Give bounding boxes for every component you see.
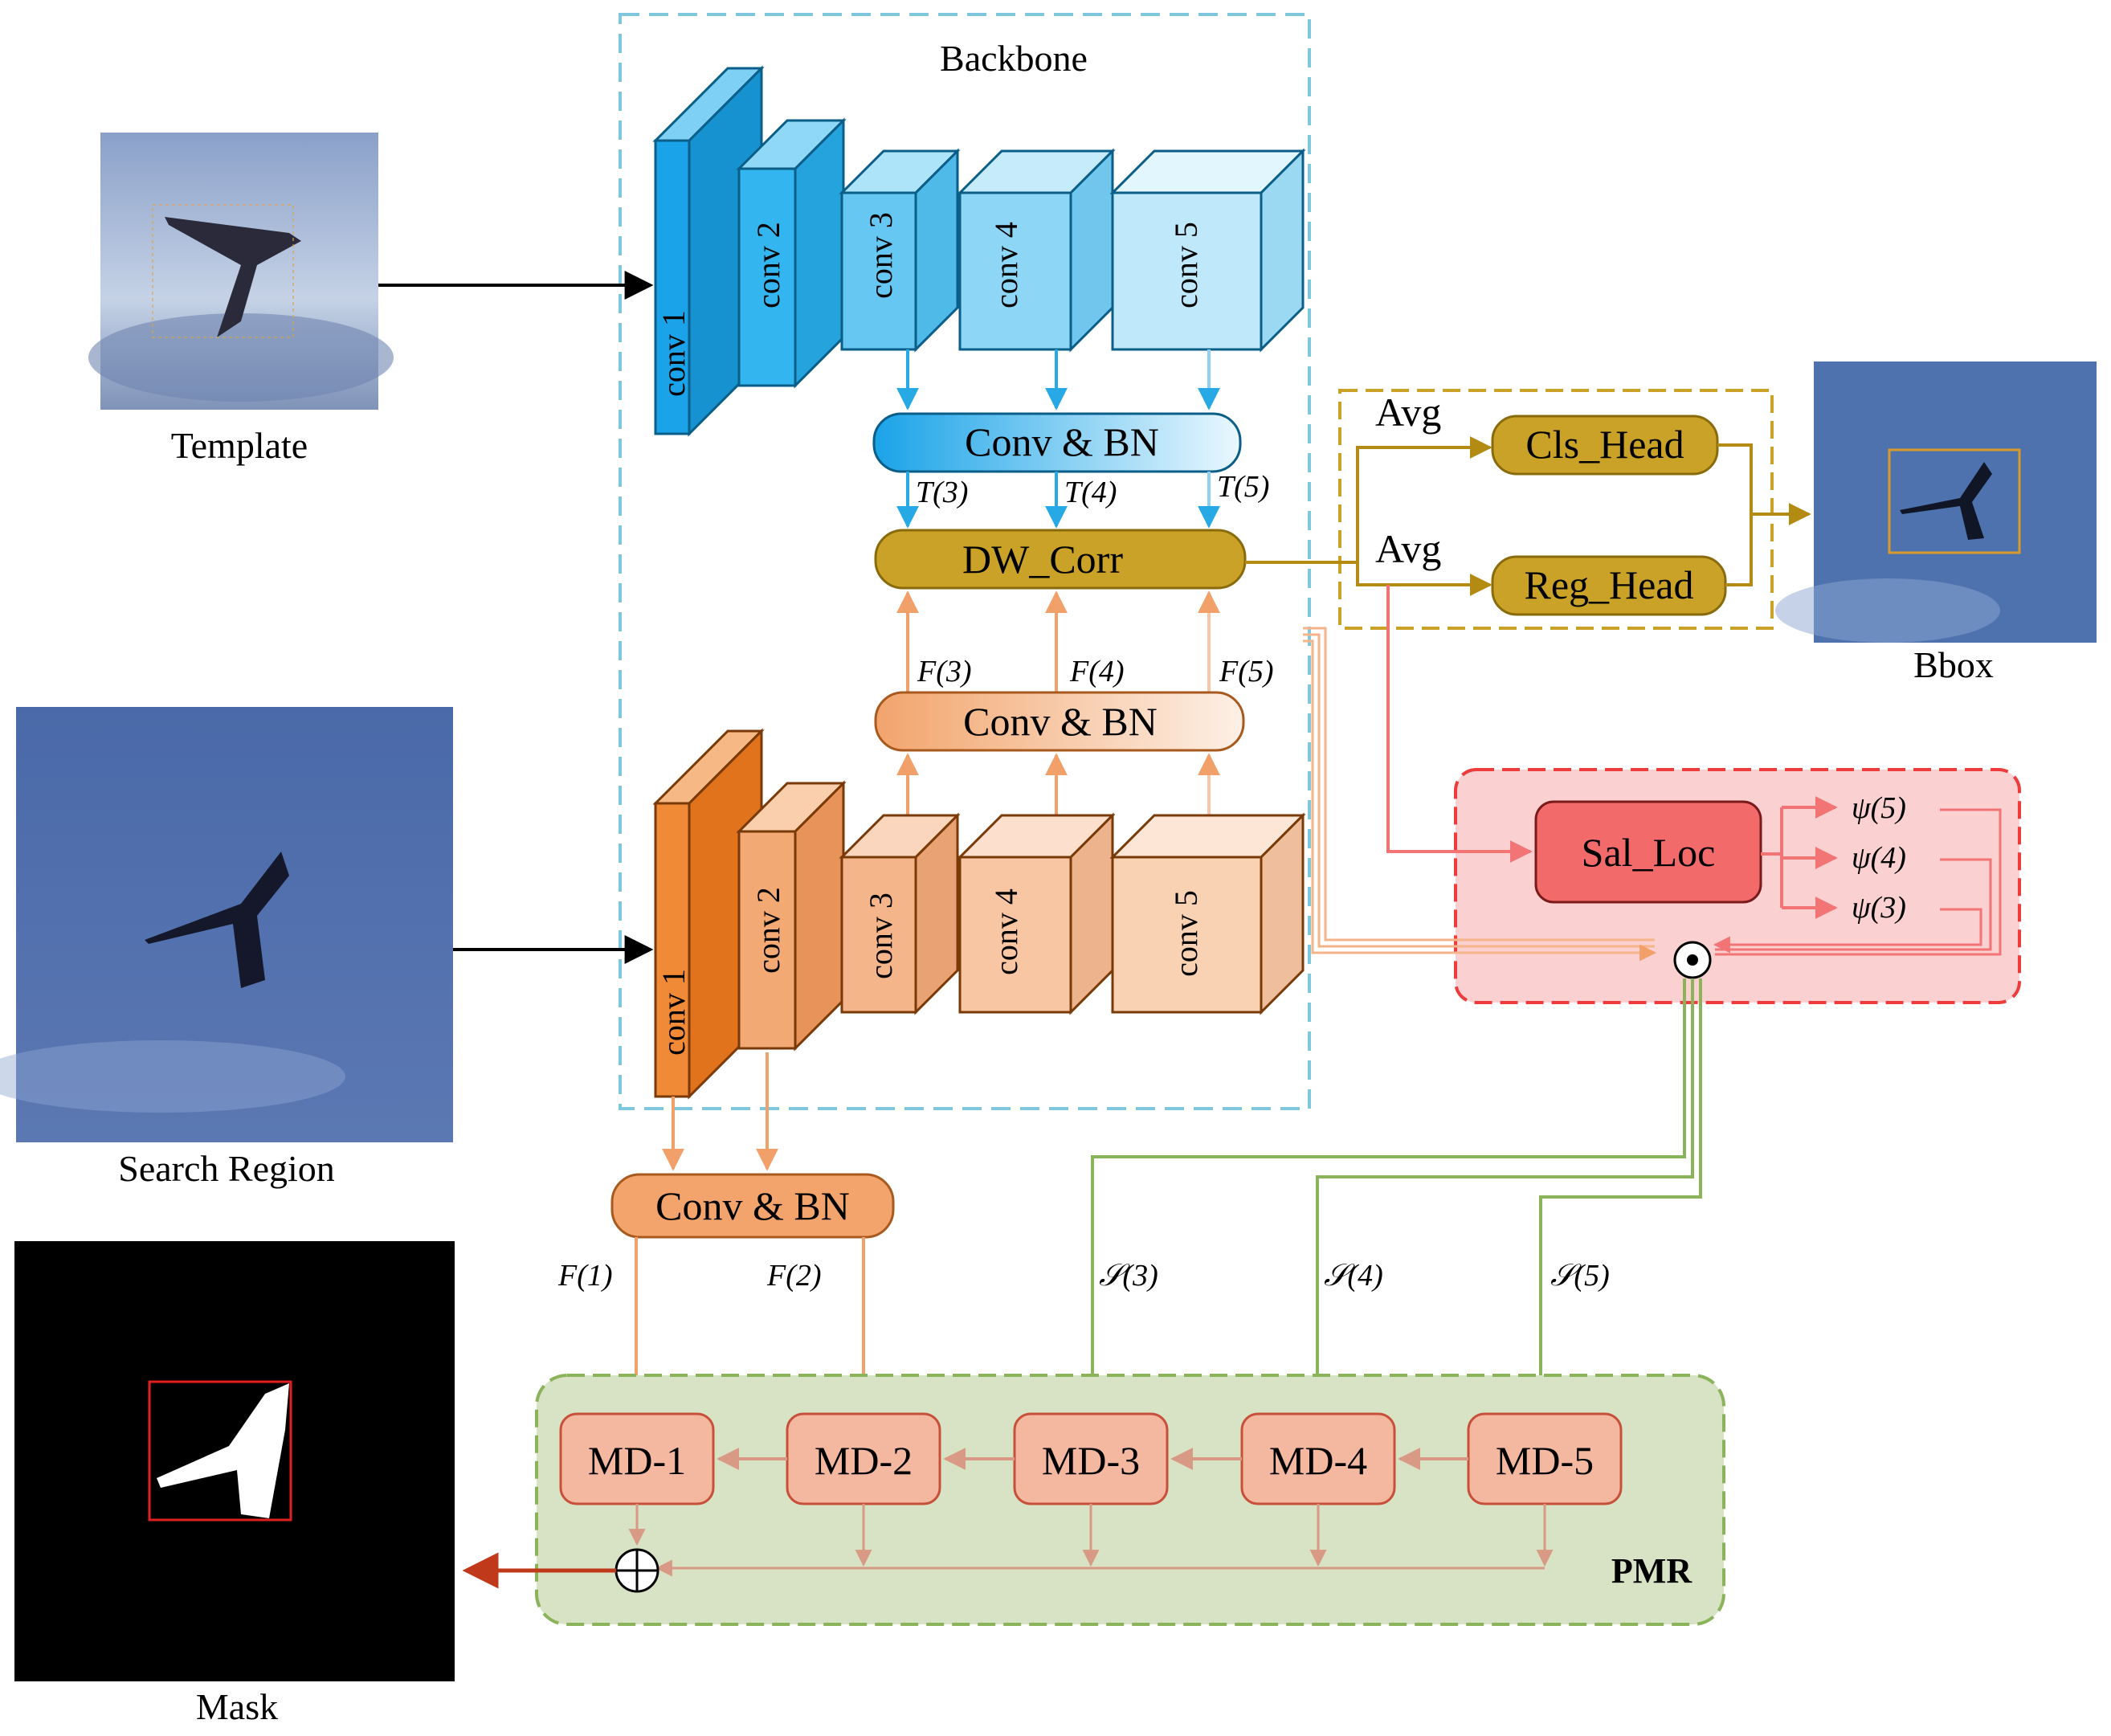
template-conv2-block: conv 2	[736, 117, 847, 389]
md-1-label: MD-1	[588, 1438, 686, 1483]
template-backbone: conv 1 conv 2 conv 3 conv 4 conv	[652, 65, 1306, 437]
md-5-label: MD-5	[1496, 1438, 1594, 1483]
bird-icon	[145, 852, 289, 988]
feature-t3: T(3)	[916, 476, 968, 509]
search-conv3-label: conv 3	[863, 893, 899, 979]
md-2-block: MD-2	[786, 1412, 941, 1505]
feature-f2: F(2)	[766, 1259, 822, 1293]
search-neck-label: Conv & BN	[963, 699, 1158, 744]
search-backbone: conv 1 conv 2 conv 3 conv 4 conv 5	[652, 728, 1306, 1100]
feature-t5: T(5)	[1217, 470, 1269, 504]
search-conv1-block: conv 1	[652, 728, 765, 1100]
md-4-label: MD-4	[1269, 1438, 1367, 1483]
reg-head-label: Reg_Head	[1524, 562, 1693, 607]
md-4-block: MD-4	[1240, 1412, 1396, 1505]
search-neck: Conv & BN	[874, 691, 1245, 752]
backbone-title: Backbone	[940, 38, 1088, 79]
bird-icon	[165, 217, 301, 337]
template-neck-label: Conv & BN	[965, 419, 1159, 464]
s-5: 𝒮(5)	[1550, 1259, 1610, 1293]
md-5-block: MD-5	[1467, 1412, 1623, 1505]
low-level-neck: Conv & BN	[610, 1173, 895, 1239]
template-conv3-block: conv 3	[839, 148, 961, 353]
feature-f4: F(4)	[1069, 655, 1125, 688]
bbox-label: Bbox	[1913, 644, 1994, 685]
head-container	[1338, 389, 1774, 630]
s-4: 𝒮(4)	[1324, 1259, 1383, 1293]
avg-top-label: Avg	[1375, 390, 1441, 435]
avg-bottom-label: Avg	[1375, 526, 1441, 571]
feature-f5: F(5)	[1219, 655, 1274, 688]
search-conv4-label: conv 4	[988, 888, 1024, 975]
mask-image	[14, 1241, 455, 1681]
template-conv3-label: conv 3	[863, 212, 899, 299]
search-conv2-label: conv 2	[750, 887, 786, 974]
md-2-label: MD-2	[815, 1438, 913, 1483]
search-conv5-label: conv 5	[1168, 890, 1204, 977]
sal-loc-block: Sal_Loc	[1534, 800, 1762, 904]
md-1-block: MD-1	[559, 1412, 715, 1505]
template-conv2-label: conv 2	[750, 222, 786, 308]
template-conv5-label: conv 5	[1168, 222, 1204, 308]
template-conv4-block: conv 4	[957, 148, 1116, 353]
template-conv5-block: conv 5	[1109, 148, 1306, 353]
feature-f3: F(3)	[917, 655, 972, 688]
template-neck: Conv & BN	[872, 412, 1242, 473]
feature-t4: T(4)	[1064, 476, 1117, 509]
psi-5: ψ(5)	[1852, 791, 1906, 825]
search-region-label: Search Region	[118, 1148, 335, 1189]
feature-f1: F(1)	[557, 1259, 613, 1293]
bbox-image	[1775, 361, 2097, 643]
dw-corr-label: DW_Corr	[962, 537, 1123, 582]
bird-icon	[1900, 462, 1992, 540]
mask-label: Mask	[196, 1686, 278, 1727]
md-3-block: MD-3	[1013, 1412, 1169, 1505]
cls-head-block: Cls_Head	[1491, 415, 1719, 476]
sal-loc-label: Sal_Loc	[1582, 830, 1716, 875]
template-label: Template	[171, 425, 308, 466]
multiply-node	[1673, 941, 1712, 979]
search-conv1-label: conv 1	[655, 969, 692, 1056]
reg-head-block: Reg_Head	[1491, 555, 1727, 616]
sum-node	[615, 1548, 659, 1593]
low-level-neck-label: Conv & BN	[655, 1183, 850, 1228]
search-conv4-block: conv 4	[957, 812, 1116, 1015]
search-conv5-block: conv 5	[1109, 812, 1306, 1015]
search-conv2-block: conv 2	[736, 780, 847, 1052]
template-image	[88, 133, 394, 410]
cls-head-label: Cls_Head	[1525, 422, 1684, 467]
backbone-container	[619, 13, 1311, 1110]
s-3: 𝒮(3)	[1099, 1259, 1158, 1293]
psi-4: ψ(4)	[1852, 841, 1906, 875]
psi-3: ψ(3)	[1852, 891, 1906, 925]
template-conv4-label: conv 4	[988, 222, 1024, 308]
md-3-label: MD-3	[1042, 1438, 1140, 1483]
pmr-label: PMR	[1611, 1551, 1692, 1591]
dw-corr-block: DW_Corr	[874, 529, 1247, 590]
template-conv1-label: conv 1	[655, 310, 692, 397]
search-conv3-block: conv 3	[839, 812, 961, 1015]
bird-mask-icon	[157, 1383, 289, 1518]
search-region-image	[0, 707, 453, 1142]
